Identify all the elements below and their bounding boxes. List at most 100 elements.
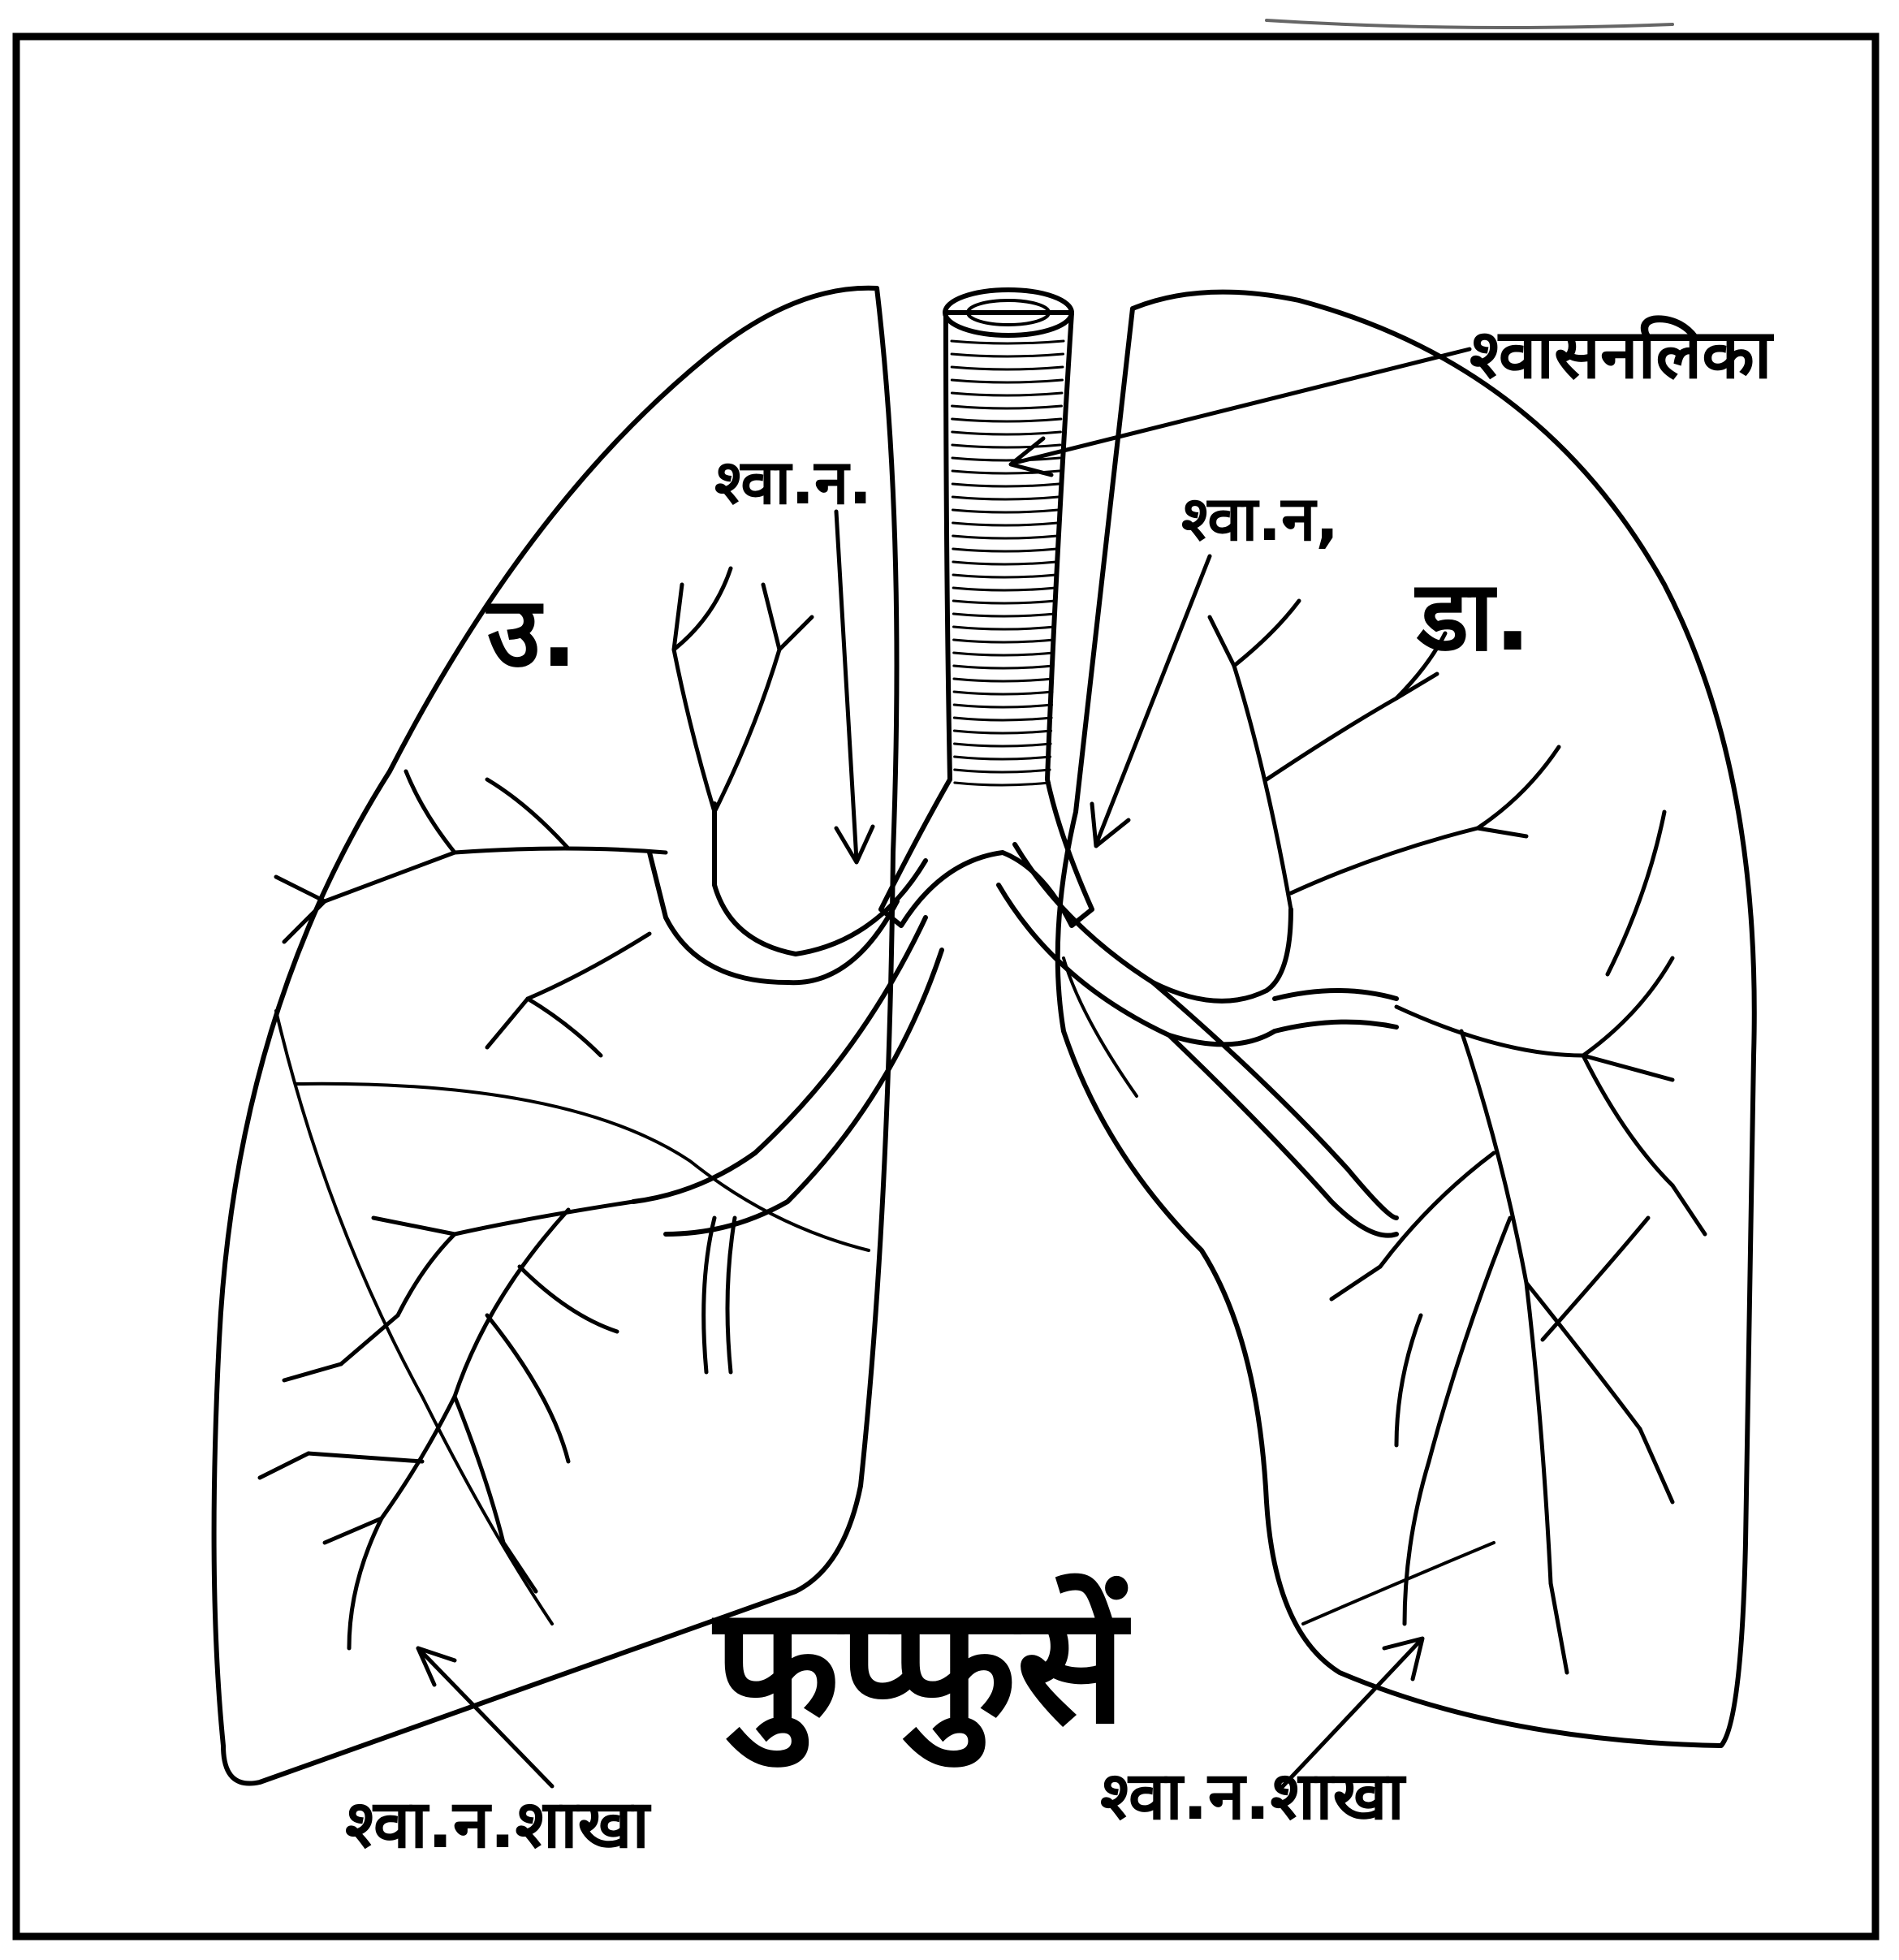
trachea-ring — [953, 562, 1056, 564]
bronchial-branches — [260, 568, 1705, 1673]
bronchial-branch — [1210, 617, 1234, 666]
bronchial-branch — [455, 1210, 568, 1397]
bronchial-branch — [1478, 828, 1526, 836]
trachea-ring — [955, 744, 1051, 746]
bronchial-branch — [325, 853, 455, 901]
bronchial-branch — [1672, 1185, 1705, 1234]
trachea-ring — [954, 692, 1052, 694]
trachea-ring — [954, 718, 1051, 720]
bronchial-branch — [1405, 1461, 1429, 1624]
bronchial-branch — [1234, 666, 1291, 909]
bronchial-branch — [520, 1267, 617, 1332]
trachea-ring — [953, 523, 1058, 525]
left-lung-fissure — [1303, 1543, 1494, 1624]
trachea-ring — [955, 770, 1050, 772]
trachea — [881, 290, 1092, 926]
bronchial-branch — [455, 1397, 503, 1543]
trachea-ring — [952, 341, 1064, 343]
bronchial-branch — [674, 585, 682, 650]
bronchial-branch — [1234, 601, 1299, 666]
bronchial-branch — [1551, 1583, 1567, 1673]
trachea-ring — [954, 653, 1054, 655]
bronchial-branch — [1583, 1056, 1672, 1080]
bronchial-branch — [487, 1315, 568, 1461]
bronchial-branch — [1478, 747, 1559, 828]
bronchial-branch — [1429, 1218, 1510, 1461]
bronchial-branch — [779, 617, 812, 650]
bronchial-branch — [1396, 1007, 1583, 1056]
right-branch-label: श्वा.न.शाखा — [1100, 1758, 1407, 1835]
bronchial-branch — [406, 771, 455, 853]
bronchial-branch — [373, 1218, 455, 1234]
trachea-ring — [954, 627, 1055, 629]
trachea-ring — [952, 497, 1058, 499]
bronchial-branch — [1461, 1031, 1526, 1283]
left-lung-outline — [1058, 292, 1754, 1746]
trachea-ring — [952, 406, 1062, 408]
diagram-title: फुप्फुसें — [711, 1571, 1132, 1768]
trachea-ring — [954, 679, 1053, 681]
trachea-ring — [953, 575, 1056, 577]
bronchial-branch — [1583, 958, 1672, 1056]
bronchial-branch — [714, 650, 779, 812]
bronchial-branch — [455, 848, 666, 853]
right-main-bronchus — [633, 804, 942, 1372]
bronchial-branch — [349, 1518, 382, 1648]
bronchial-branch — [455, 1202, 633, 1234]
bronchial-branch — [398, 1234, 455, 1315]
right-lung-label: उ. — [486, 576, 577, 689]
right-bronchus-arrow — [1096, 556, 1210, 844]
bronchial-branch — [260, 1453, 309, 1478]
bronchial-branch — [1396, 1315, 1421, 1445]
bronchial-branch — [503, 1543, 536, 1591]
trachea-ring — [953, 549, 1057, 551]
trachea-ring — [952, 354, 1063, 356]
bronchial-branch — [763, 585, 779, 650]
bronchial-branch — [284, 1364, 341, 1380]
left-main-bronchus — [999, 844, 1396, 1236]
bronchial-branch — [487, 779, 568, 848]
trachea-ring — [952, 380, 1062, 382]
bronchial-branch — [487, 999, 528, 1047]
bronchial-branch — [528, 999, 601, 1056]
trachea-ring — [952, 432, 1061, 434]
trachea-ring — [952, 445, 1060, 447]
trachea-ring — [953, 601, 1055, 603]
trachea-ring — [952, 419, 1061, 421]
bronchial-branch — [674, 650, 714, 812]
trachea-ring — [953, 536, 1058, 538]
trachea-ring — [952, 458, 1060, 460]
bronchial-branch — [276, 877, 325, 901]
trachea-ring — [953, 588, 1055, 590]
trachea-ring — [952, 393, 1061, 395]
right-lung-fissure-oblique — [276, 1011, 552, 1624]
trachea-label: श्वासनलिका — [1470, 314, 1775, 394]
trachea-ring — [952, 367, 1063, 369]
bronchial-branch — [1291, 828, 1478, 893]
trachea-ring — [954, 640, 1055, 642]
left-branch-label: श्वा.न.शाखा — [345, 1786, 652, 1863]
bronchial-branch — [1267, 698, 1396, 779]
left-lung-cardiac-notch — [1064, 958, 1137, 1096]
bronchial-branch — [1526, 1283, 1640, 1429]
top-right-scuff — [1267, 20, 1672, 28]
left-bronchus-label: श्वा.न. — [714, 446, 872, 518]
bronchial-branch — [1640, 1429, 1672, 1502]
trachea-ring — [955, 783, 1050, 785]
bronchial-branch — [528, 934, 650, 999]
right-bronchus-label: श्वा.न, — [1181, 482, 1339, 555]
bronchial-branch — [1331, 1267, 1380, 1299]
bronchial-branch — [309, 1453, 422, 1461]
trachea-ring — [953, 614, 1055, 616]
bronchial-branch — [1380, 1153, 1494, 1267]
trachea-ring — [954, 705, 1051, 707]
trachea-ring — [954, 731, 1051, 733]
bronchial-branch — [341, 1315, 398, 1364]
bronchial-branch — [1526, 1283, 1551, 1583]
trachea-rings — [952, 341, 1064, 785]
trachea-ring — [954, 666, 1053, 668]
left-lung-label: डा. — [1413, 560, 1531, 673]
bronchial-branch — [1543, 1218, 1648, 1340]
